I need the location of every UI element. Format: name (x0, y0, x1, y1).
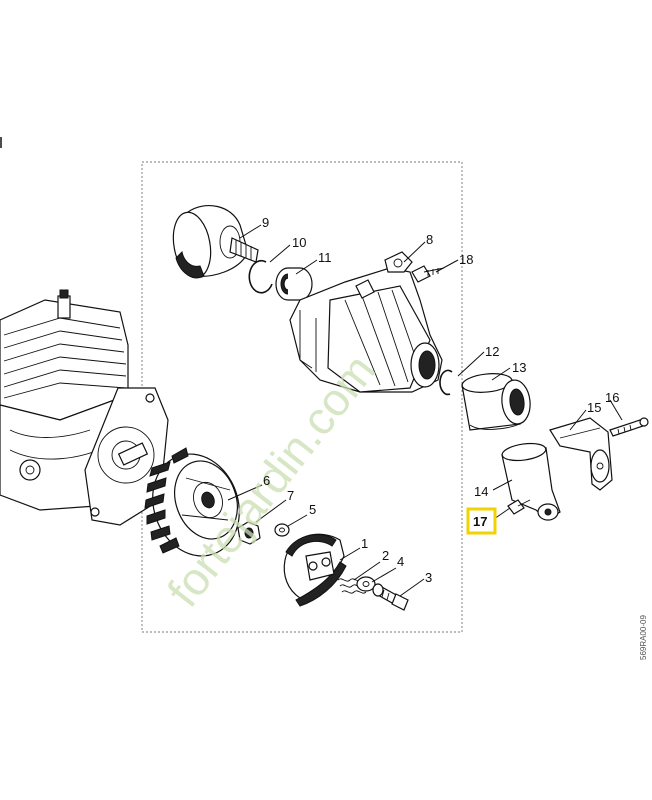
clutch-housing (289, 251, 443, 393)
ball-bearing-11 (275, 267, 313, 301)
callout-5: 5 (309, 502, 316, 517)
callout-6: 6 (263, 473, 270, 488)
callout-8: 8 (426, 232, 433, 247)
snap-ring-10 (248, 259, 273, 294)
clamp-upper-15 (549, 417, 613, 491)
callout-4: 4 (397, 554, 404, 569)
sleeve-13 (461, 373, 531, 431)
figure-code: 569RA00-09 (639, 615, 648, 660)
leader-lines (227, 224, 623, 597)
callout-17-highlight[interactable]: 17 (466, 507, 497, 535)
screw-17 (507, 499, 531, 515)
callout-9: 9 (262, 215, 269, 230)
engine-block (0, 289, 169, 526)
callout-17[interactable]: 17 (473, 514, 487, 529)
callout-18: 18 (459, 252, 473, 267)
nut-7 (237, 521, 261, 545)
clutch-shoes-1 (283, 533, 347, 607)
highlight-box (466, 507, 497, 535)
ring-12 (439, 369, 453, 396)
callout-15: 15 (587, 400, 601, 415)
callout-3: 3 (425, 570, 432, 585)
callout-13: 13 (512, 360, 526, 375)
callout-11: 11 (318, 250, 332, 265)
shoulder-screw-3 (372, 583, 409, 611)
clamp-lower-14 (501, 442, 561, 521)
washer-4 (356, 576, 376, 592)
callout-labels: 1 2 3 4 5 6 7 8 9 10 11 12 13 14 15 16 1… (262, 215, 619, 585)
callout-2: 2 (382, 548, 389, 563)
callout-1: 1 (361, 536, 368, 551)
callout-10: 10 (292, 235, 306, 250)
callout-7: 7 (287, 488, 294, 503)
screw-18 (411, 265, 445, 283)
washer-5 (274, 523, 290, 537)
callout-16: 16 (605, 390, 619, 405)
callout-14: 14 (474, 484, 488, 499)
screw-16 (609, 417, 649, 437)
flywheel (144, 447, 240, 557)
clutch-drum (172, 204, 259, 279)
callout-12: 12 (485, 344, 499, 359)
